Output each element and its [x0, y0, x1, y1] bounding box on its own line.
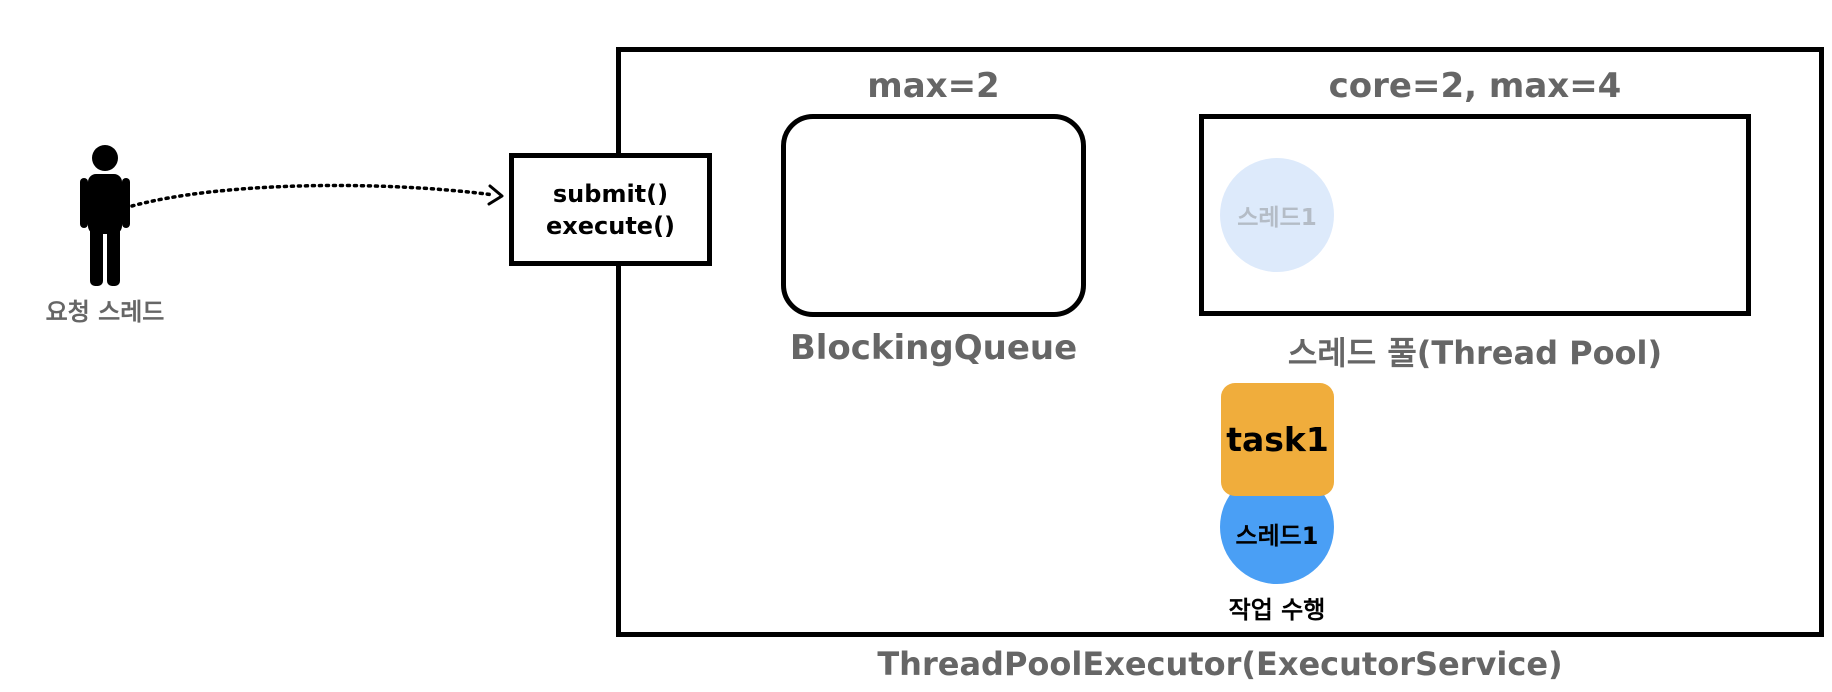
executor-label: ThreadPoolExecutor(ExecutorService) — [877, 645, 1563, 683]
pool-name-label: 스레드 풀(Thread Pool) — [1287, 334, 1663, 372]
requester-label: 요청 스레드 — [45, 298, 165, 326]
active-thread-label: 스레드1 — [1235, 521, 1319, 550]
blocking-queue-box — [781, 114, 1086, 317]
queue-max-label: max=2 — [867, 66, 1000, 106]
task-card: task1 — [1221, 383, 1334, 496]
person-icon — [80, 145, 130, 286]
idle-thread-circle: 스레드1 — [1220, 158, 1334, 272]
pool-size-label: core=2, max=4 — [1328, 66, 1622, 106]
submit-label: submit() — [552, 179, 669, 208]
task-label: task1 — [1226, 420, 1329, 459]
idle-thread-label: 스레드1 — [1237, 205, 1317, 231]
execute-label: execute() — [545, 211, 676, 240]
thread-pool-box — [1199, 114, 1751, 316]
status-label: 작업 수행 — [1228, 596, 1326, 624]
queue-name-label: BlockingQueue — [789, 328, 1078, 368]
submit-box[interactable]: submit() execute() — [509, 153, 712, 266]
